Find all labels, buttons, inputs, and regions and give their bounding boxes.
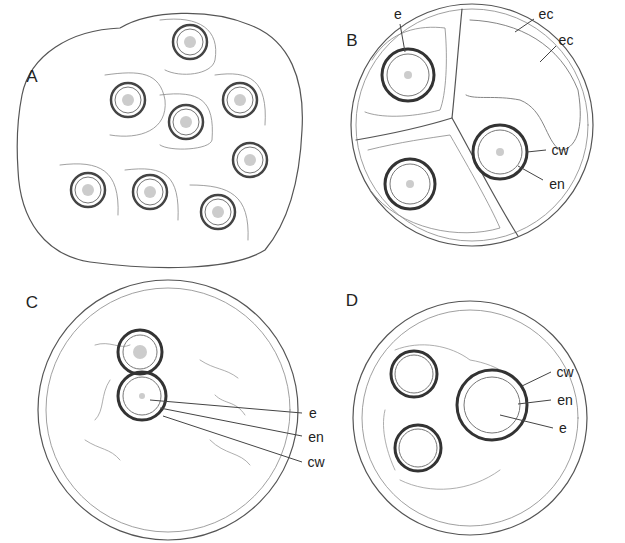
panel-letter: A bbox=[24, 67, 39, 86]
panel-letter: D bbox=[344, 291, 360, 310]
cell-group bbox=[71, 25, 527, 471]
leader-lines bbox=[150, 19, 556, 462]
part-label: cw bbox=[305, 454, 326, 470]
cell bbox=[118, 330, 166, 420]
part-label: cw bbox=[554, 364, 575, 380]
part-label: e bbox=[307, 405, 319, 421]
part-label: ec bbox=[557, 32, 576, 48]
part-label: e bbox=[557, 420, 569, 436]
part-label: en bbox=[555, 392, 575, 408]
sporangium-wall bbox=[353, 301, 587, 535]
cell bbox=[382, 49, 527, 209]
part-label: ec bbox=[537, 6, 556, 22]
panel-letter: C bbox=[24, 293, 40, 312]
cell-mass-outline bbox=[17, 13, 302, 267]
cell bbox=[71, 25, 267, 229]
part-label: e bbox=[392, 6, 404, 22]
sporangium-wall bbox=[351, 4, 593, 246]
compartment-wall bbox=[356, 9, 462, 140]
part-label: cw bbox=[549, 142, 570, 158]
panel-letter: B bbox=[344, 31, 359, 50]
part-label: en bbox=[547, 176, 567, 192]
part-label: en bbox=[306, 429, 326, 445]
cell bbox=[391, 351, 527, 471]
